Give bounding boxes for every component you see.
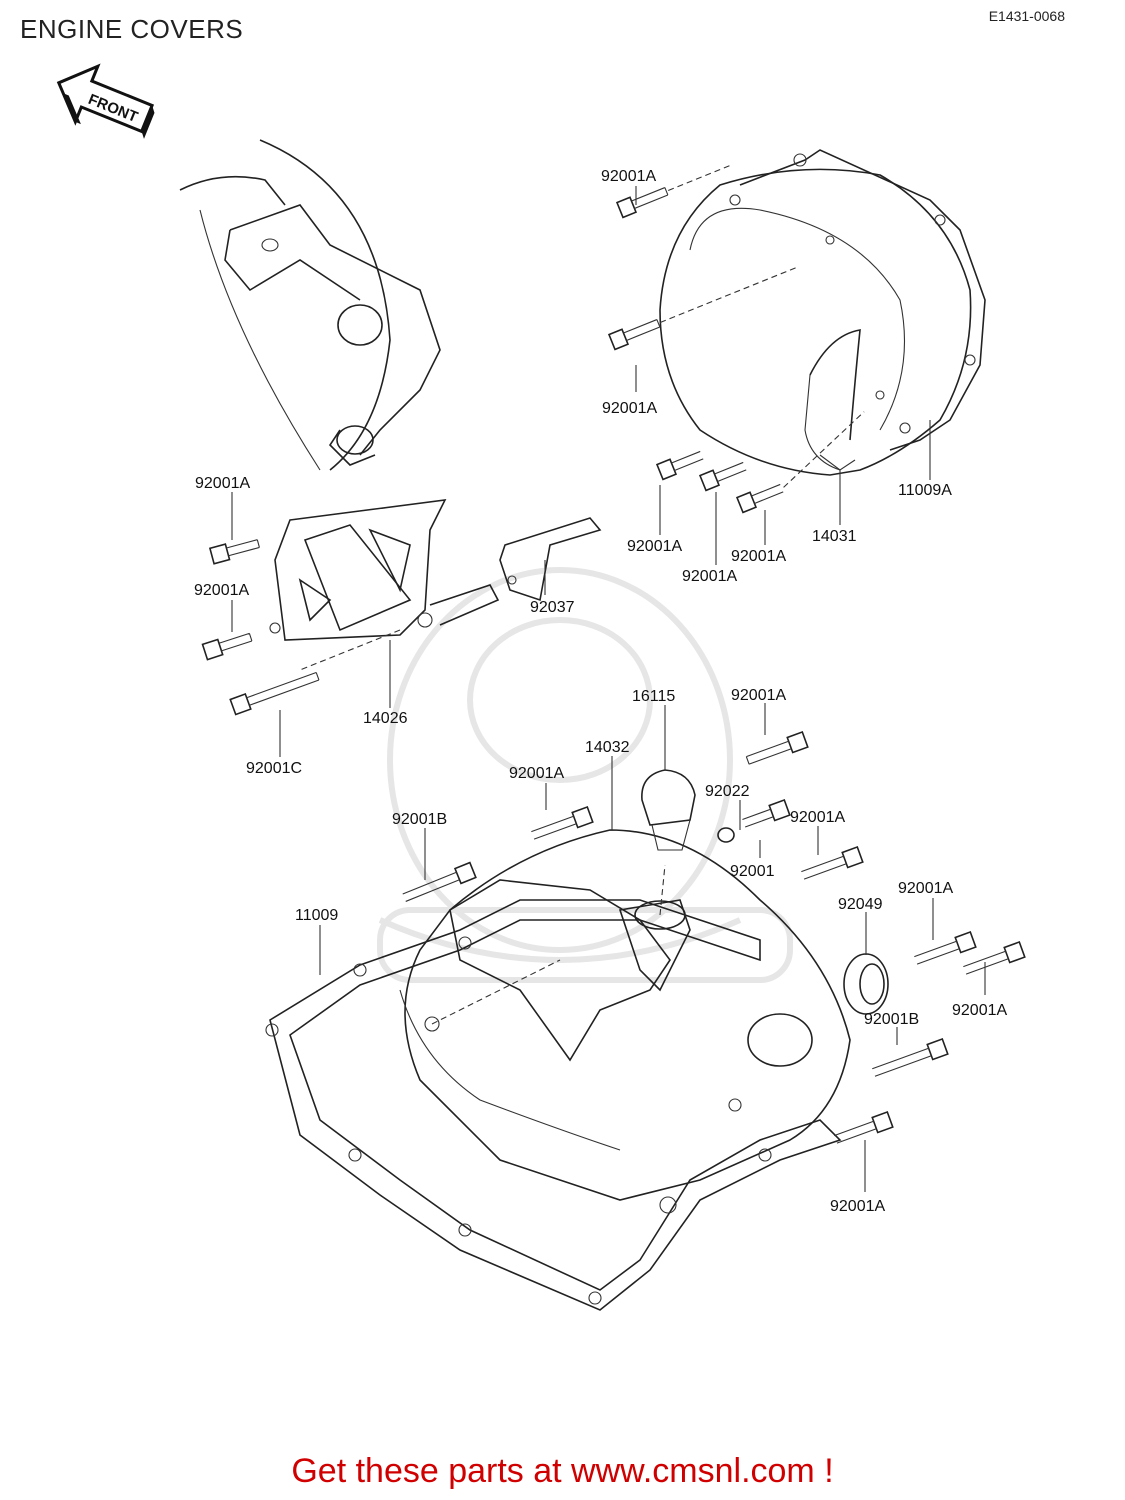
oil-filler-cap — [641, 769, 696, 851]
part-label-92037: 92037 — [530, 599, 575, 616]
part-label-92001a: 92001A — [790, 809, 845, 826]
leader-lines — [231, 186, 986, 1192]
part-label-92001a: 92001A — [731, 548, 786, 565]
part-label-92001a: 92001A — [898, 880, 953, 897]
clutch-cover — [399, 829, 851, 1201]
part-label-92001a: 92001A — [952, 1002, 1007, 1019]
part-label-14032: 14032 — [585, 739, 630, 756]
crankcase-outline — [179, 139, 441, 471]
part-label-11009: 11009 — [295, 907, 338, 924]
part-label-92001b: 92001B — [864, 1011, 919, 1028]
sprocket-cover — [269, 499, 500, 671]
part-label-92001a: 92001A — [682, 568, 737, 585]
part-labels: 92001A 92001A 11009A 14031 92001A 92001A… — [194, 168, 1007, 1215]
part-label-14031: 14031 — [812, 528, 857, 545]
part-label-92049: 92049 — [838, 896, 883, 913]
part-label-92001a: 92001A — [194, 582, 249, 599]
gasket-outline — [265, 899, 842, 1311]
generator-bolts — [607, 164, 865, 514]
front-arrow-icon: FRONT — [56, 63, 155, 139]
part-label-16115: 16115 — [632, 688, 675, 705]
part-label-92001c: 92001C — [246, 760, 302, 777]
footer-link[interactable]: Get these parts at www.cmsnl.com ! — [291, 1452, 834, 1490]
part-label-92001a: 92001A — [830, 1198, 885, 1215]
part-label-92001a: 92001A — [627, 538, 682, 555]
part-label-92001b: 92001B — [392, 811, 447, 828]
watermark-logo — [377, 567, 793, 983]
page-title: ENGINE COVERS — [20, 14, 244, 44]
part-label-92001a: 92001A — [195, 475, 250, 492]
part-label-92001a: 92001A — [731, 687, 786, 704]
part-label-11009a: 11009A — [898, 482, 952, 499]
oil-seal — [843, 953, 889, 1015]
part-label-92001a: 92001A — [602, 400, 657, 417]
part-label-92001a: 92001A — [509, 765, 564, 782]
clutch-bolts — [402, 730, 1026, 1144]
generator-cover — [659, 149, 986, 476]
diagram-code: E1431-0068 — [988, 8, 1065, 24]
bracket — [499, 517, 602, 602]
part-label-92001a: 92001A — [601, 168, 656, 185]
part-label-14026: 14026 — [363, 710, 408, 727]
part-label-92001: 92001 — [730, 863, 775, 880]
sprocket-bolts — [201, 539, 320, 716]
part-label-92022: 92022 — [705, 783, 750, 800]
washer — [717, 827, 735, 843]
